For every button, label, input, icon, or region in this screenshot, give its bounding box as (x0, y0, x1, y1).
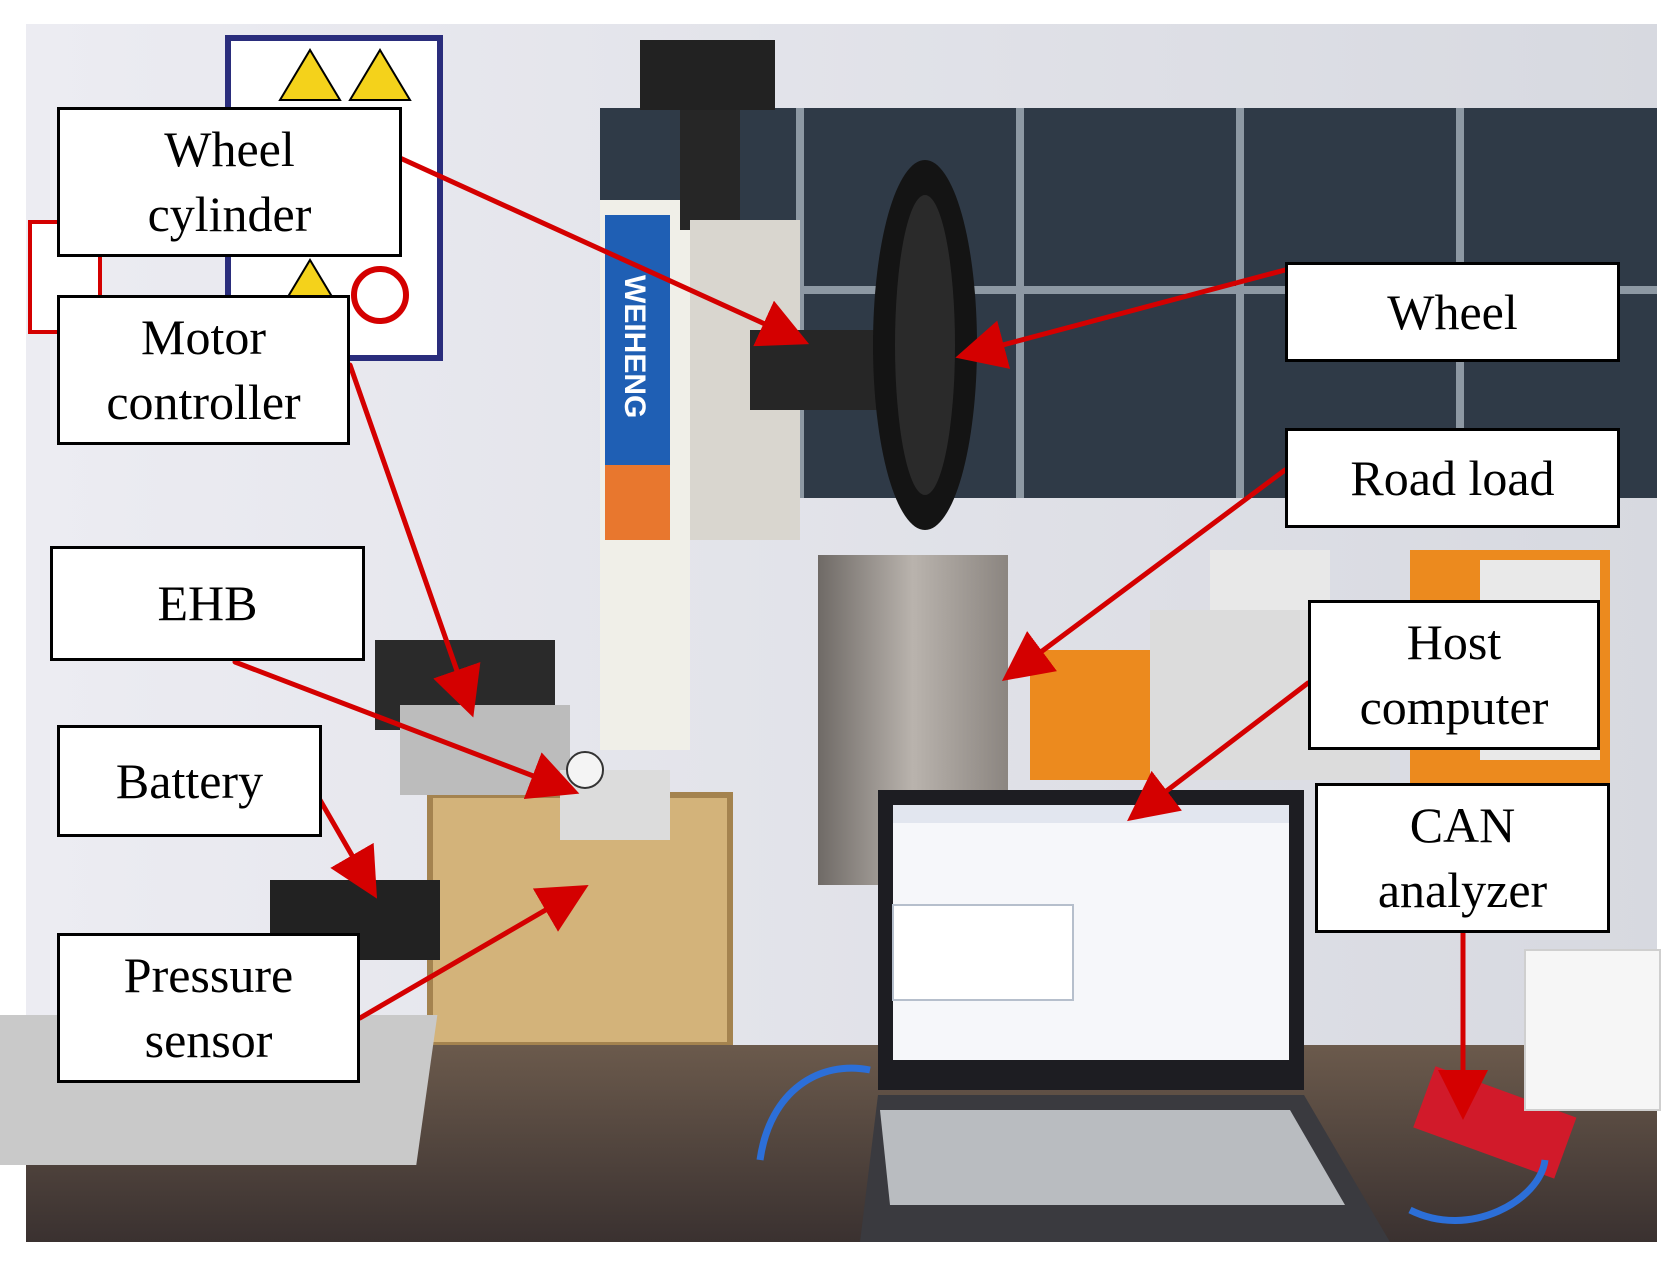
callout-wheel-cylinder: Wheel cylinder (57, 107, 402, 257)
callout-ehb: EHB (50, 546, 365, 661)
arrow-host-computer (1127, 680, 1311, 822)
arrow-battery (317, 797, 378, 899)
callout-battery: Battery (57, 725, 322, 837)
arrow-ehb (232, 659, 580, 800)
callout-can-analyzer: CAN analyzer (1315, 783, 1610, 933)
arrow-layer (232, 155, 1488, 1120)
arrow-road-load (1001, 467, 1288, 681)
rig-brand-text: WEIHENG (618, 275, 651, 418)
callout-pressure-sensor: Pressure sensor (57, 933, 360, 1083)
arrow-pressure-sensor (357, 884, 589, 1021)
callout-host-computer: Host computer (1308, 600, 1600, 750)
callout-wheel: Wheel (1285, 262, 1620, 362)
arrow-wheel-cylinder (397, 155, 810, 347)
arrow-wheel (955, 267, 1288, 369)
callout-road-load: Road load (1285, 428, 1620, 528)
callout-motor-controller: Motor controller (57, 295, 350, 445)
arrow-motor-controller (347, 362, 481, 718)
hub-assembly (750, 330, 890, 410)
